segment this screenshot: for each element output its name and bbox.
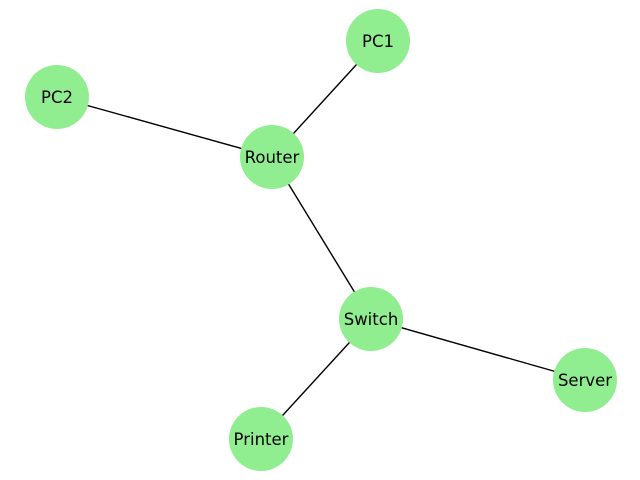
node-pc1-circle <box>346 9 410 73</box>
node-printer-label: Printer <box>234 430 289 449</box>
node-pc1: PC1 <box>346 9 410 73</box>
node-server-label: Server <box>558 371 612 390</box>
node-pc1-label: PC1 <box>362 32 394 51</box>
node-printer: Printer <box>229 407 293 471</box>
edge-switch-server <box>370 318 586 381</box>
node-router-label: Router <box>245 148 300 167</box>
node-router-circle <box>240 125 304 189</box>
node-server-circle <box>553 348 617 412</box>
node-switch-circle <box>339 287 403 351</box>
node-switch-label: Switch <box>344 310 399 329</box>
edge-router-pc2 <box>56 96 273 158</box>
node-pc2-circle <box>25 65 89 129</box>
node-printer-circle <box>229 407 293 471</box>
node-server: Server <box>553 348 617 412</box>
node-pc2-label: PC2 <box>41 88 73 107</box>
node-pc2: PC2 <box>25 65 89 129</box>
node-switch: Switch <box>339 287 403 351</box>
node-router: Router <box>240 125 304 189</box>
